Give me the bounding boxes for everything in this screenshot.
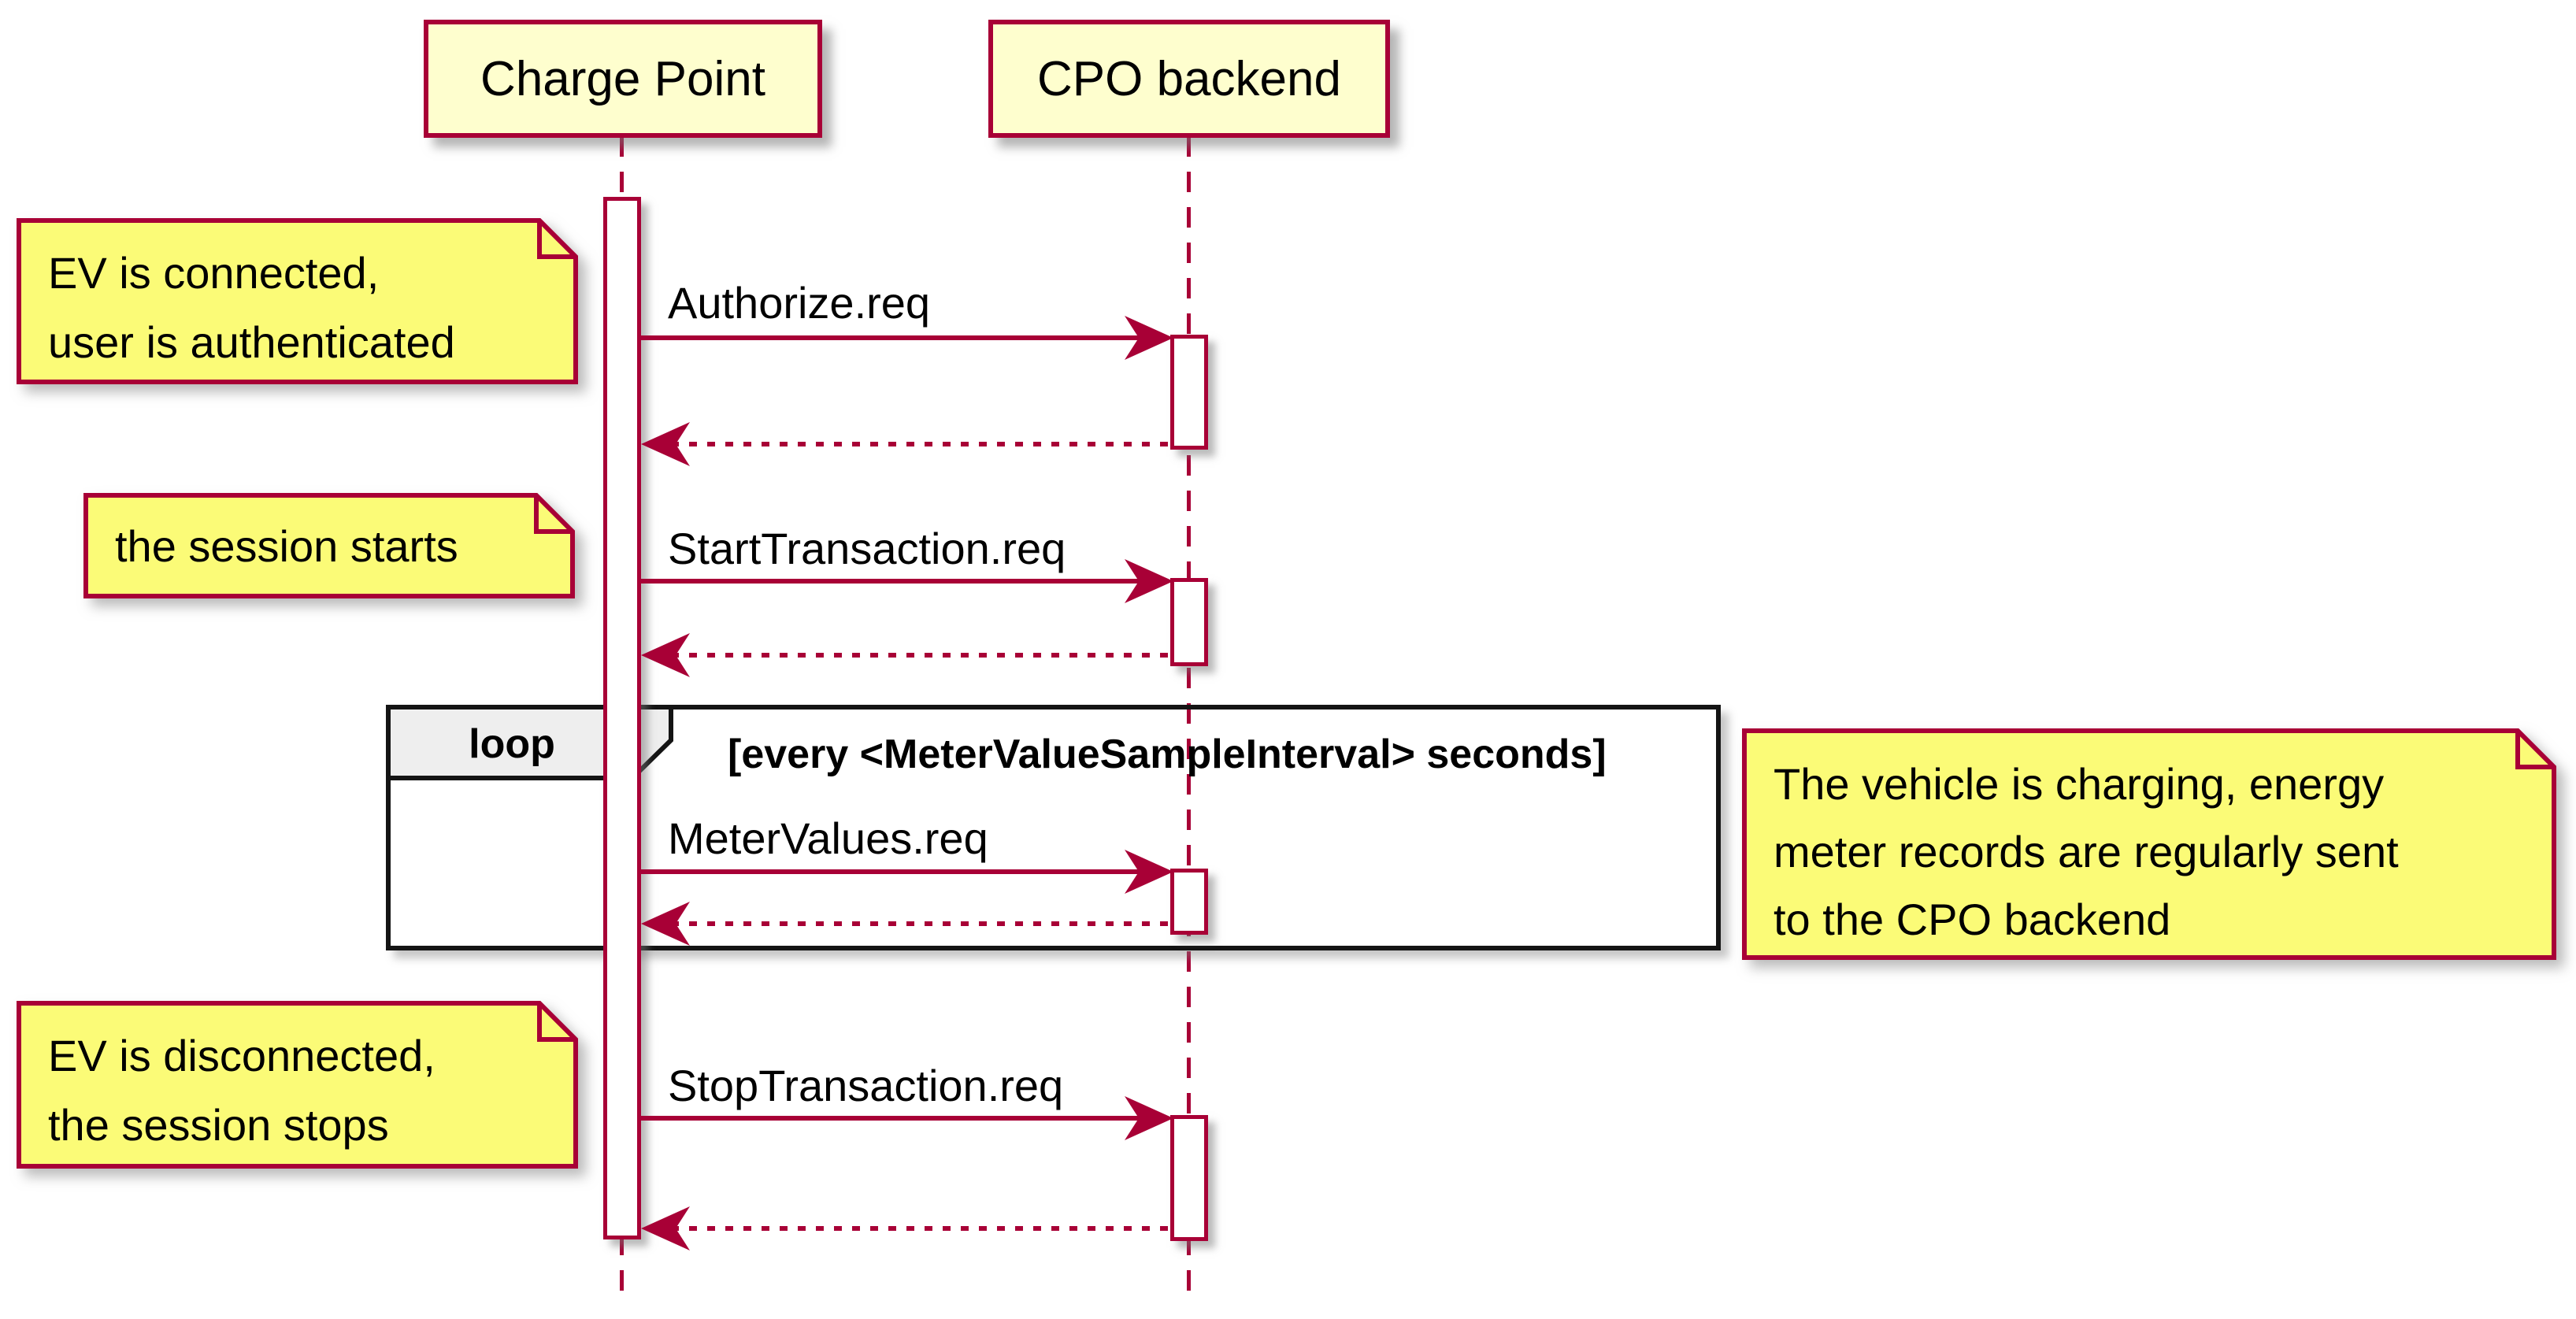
- note-vehicle-charging: The vehicle is charging, energy meter re…: [1742, 728, 2556, 960]
- message-label-start-transaction: StartTransaction.req: [668, 524, 1066, 573]
- note-session-starts: the session starts: [83, 493, 575, 598]
- participant-label-charge-point: Charge Point: [480, 51, 765, 106]
- participant-box-charge-point: Charge Point: [424, 20, 822, 138]
- note-fold-icon: [2515, 731, 2554, 769]
- activation-cpo-authorize: [1170, 335, 1208, 450]
- arrowhead-right-icon: [1125, 559, 1173, 603]
- activation-cpo-stop-transaction: [1170, 1115, 1208, 1241]
- note-line: EV is connected,: [48, 248, 380, 298]
- note-fold-icon: [534, 495, 573, 534]
- note-fold-icon: [537, 220, 576, 259]
- note-fold-icon: [537, 1003, 576, 1042]
- note-line: the session stops: [48, 1100, 389, 1150]
- participant-box-cpo-backend: CPO backend: [988, 20, 1390, 138]
- loop-fragment-frame: [386, 705, 1721, 950]
- note-line: user is authenticated: [48, 317, 455, 367]
- message-label-meter-values: MeterValues.req: [668, 813, 988, 863]
- arrowhead-right-icon: [1125, 316, 1173, 360]
- loop-guard-condition: [every <MeterValueSampleInterval> second…: [728, 732, 1607, 777]
- note-line: EV is disconnected,: [48, 1031, 436, 1080]
- note-line: the session starts: [115, 521, 458, 571]
- note-ev-connected: EV is connected, user is authenticated: [17, 218, 578, 384]
- return-arrow-authorize: [641, 422, 1170, 466]
- lifeline-cpo-backend: [1187, 136, 1191, 1303]
- arrowhead-left-icon: [641, 633, 690, 677]
- return-arrow-start-transaction: [641, 633, 1170, 677]
- activation-cpo-meter-values: [1170, 869, 1208, 935]
- participant-label-cpo-backend: CPO backend: [1037, 51, 1341, 106]
- note-shape: [83, 493, 575, 598]
- arrowhead-right-icon: [1125, 1096, 1173, 1140]
- activation-charge-point: [603, 197, 641, 1239]
- arrowhead-left-icon: [641, 422, 690, 466]
- activation-cpo-start-transaction: [1170, 578, 1208, 666]
- note-shape: [1742, 728, 2556, 960]
- arrowhead-left-icon: [641, 1206, 690, 1250]
- note-line: The vehicle is charging, energy: [1774, 759, 2385, 809]
- note-line: meter records are regularly sent: [1774, 827, 2399, 876]
- note-line: to the CPO backend: [1774, 895, 2171, 944]
- note-ev-disconnected: EV is disconnected, the session stops: [17, 1001, 578, 1169]
- loop-keyword: loop: [469, 721, 555, 767]
- note-shape: [17, 218, 578, 384]
- return-arrow-stop-transaction: [641, 1206, 1170, 1250]
- note-shape: [17, 1001, 578, 1169]
- message-label-authorize: Authorize.req: [668, 278, 931, 328]
- message-label-stop-transaction: StopTransaction.req: [668, 1061, 1064, 1110]
